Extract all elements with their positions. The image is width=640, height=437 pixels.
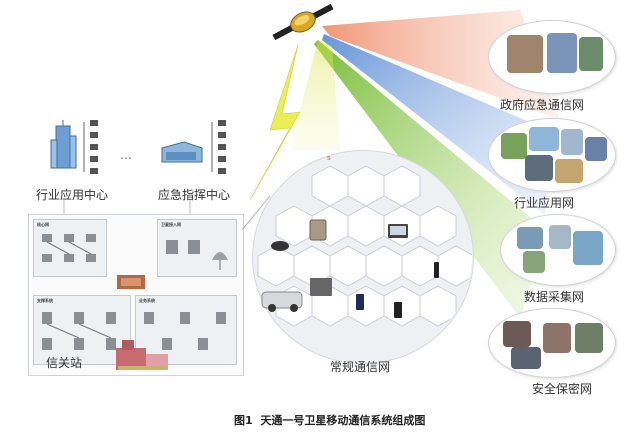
photo-monitor-station [517, 227, 543, 249]
hex-grid [257, 165, 472, 327]
user-group-label-government: 政府应急通信网 [500, 98, 585, 112]
photo-wind-turbines [529, 127, 559, 151]
business-system-title: 业务系统 [139, 298, 155, 303]
photo-equipment [549, 225, 571, 249]
industry-center-building-icon [50, 120, 77, 169]
photo-truck [525, 155, 553, 181]
industry-center-label: 行业应用中心 [36, 188, 109, 202]
terminal-devices [261, 219, 439, 318]
gateway-label: 信关站 [46, 356, 83, 370]
photo-green-field [501, 133, 527, 159]
emergency-center-label: 应急指挥中心 [158, 188, 231, 202]
emergency-center-building-icon [161, 141, 203, 163]
photo-field-device [573, 231, 603, 265]
satellite-access-network-box: 卫星接入网 [157, 219, 237, 277]
photo-sensor [523, 251, 545, 273]
figure-title: 天通一号卫星移动通信系统组成图 [260, 414, 426, 427]
figure-number: 图1 [234, 414, 253, 427]
figure-caption: 图1 天通一号卫星移动通信系统组成图 [234, 412, 425, 428]
user-group-circle-data-collection [500, 214, 616, 286]
photo-ship [585, 137, 607, 161]
photo-tower [561, 129, 583, 155]
gateway-building-icon [116, 340, 168, 370]
conventional-network-label: 常规通信网 [330, 360, 391, 374]
ellipsis-text: … [120, 148, 132, 162]
core-network-servers [42, 234, 96, 262]
photo-oil-pump [555, 159, 583, 183]
user-group-circle-secure [488, 308, 616, 378]
industry-terminal-tree [83, 120, 98, 174]
satellite-access-devices [166, 240, 228, 270]
business-system-box: 业务系统 [135, 295, 237, 365]
business-system-servers [144, 312, 226, 350]
photo-operator [543, 323, 571, 353]
user-group-circle-government [488, 20, 616, 94]
photo-fire-scene [507, 35, 543, 73]
satellite-icon [272, 3, 334, 41]
emergency-terminal-tree [211, 120, 226, 174]
photo-responders [547, 33, 577, 73]
network-marker: s [327, 154, 331, 162]
user-group-circle-industry [488, 118, 616, 192]
lightning-bolt [249, 44, 301, 201]
user-group-label-industry: 行业应用网 [514, 196, 575, 210]
core-router-icon [117, 275, 145, 289]
satellite-access-title: 卫星接入网 [161, 222, 181, 227]
support-system-title: 支撑系统 [37, 298, 53, 303]
support-system-servers [42, 312, 116, 350]
core-network-title: 核心网 [37, 222, 49, 227]
photo-vehicle [575, 323, 603, 353]
beam-yellow [290, 40, 340, 150]
photo-soldiers [503, 321, 531, 347]
core-network-box: 核心网 [33, 219, 107, 277]
beam-blue [322, 34, 548, 215]
photo-radio [511, 347, 541, 369]
user-group-label-data-collection: 数据采集网 [524, 290, 585, 304]
support-system-box: 支撑系统 [33, 295, 131, 365]
photo-field-team [579, 37, 603, 71]
user-group-label-secure: 安全保密网 [532, 382, 593, 396]
